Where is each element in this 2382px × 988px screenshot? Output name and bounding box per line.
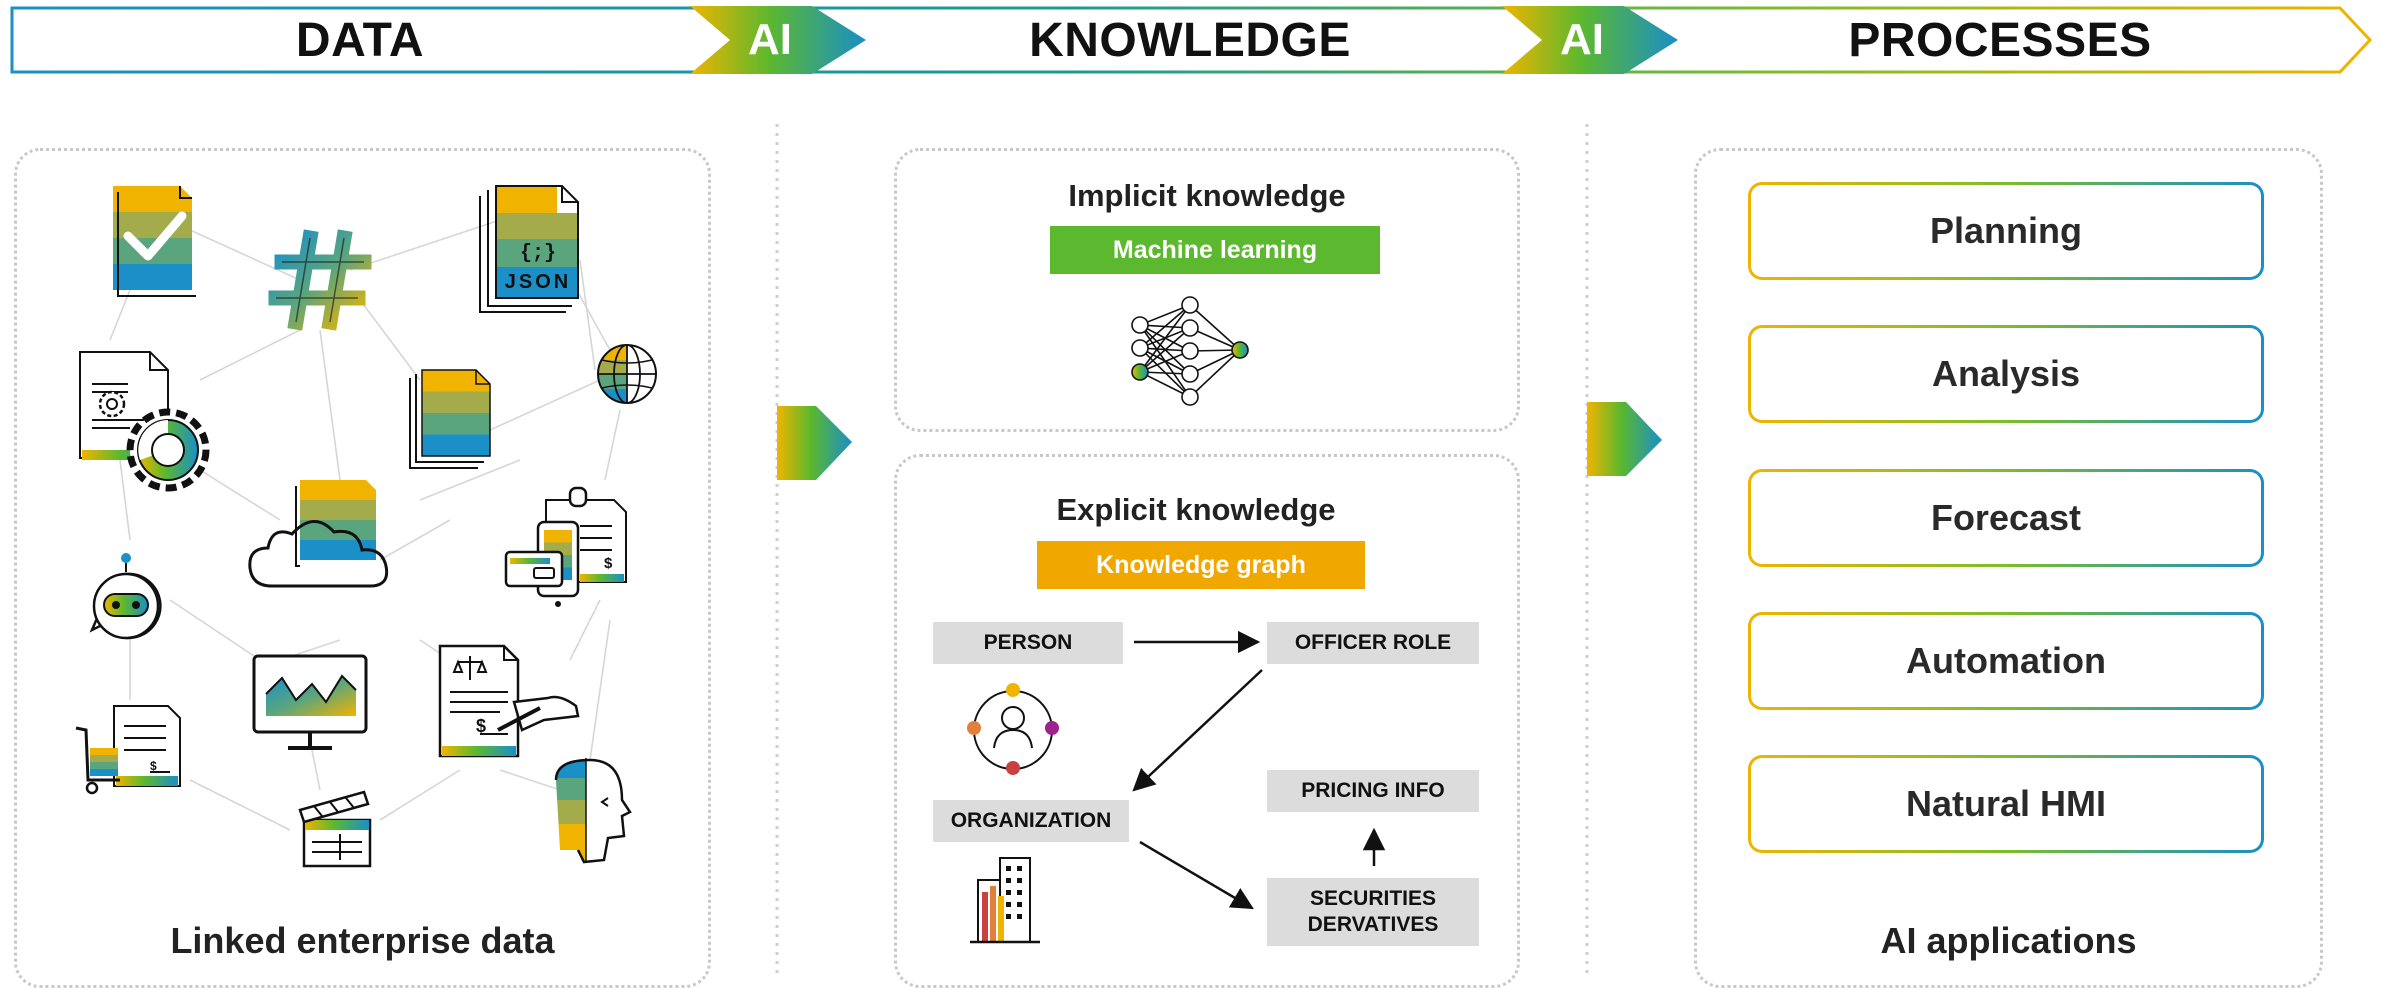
process-natural-hmi: Natural HMI: [1748, 755, 2264, 853]
ai-chevron-1: [690, 6, 866, 74]
node-person: PERSON: [933, 622, 1123, 664]
signed-contract-icon: [438, 644, 580, 758]
flow-arrow-2: [1587, 402, 1662, 476]
edge-officer-organization: [1132, 669, 1263, 792]
flow-arrow-1: [777, 406, 852, 480]
node-organization: ORGANIZATION: [933, 800, 1129, 842]
settings-document-icon: [79, 351, 210, 492]
processes-panel-caption: AI applications: [1880, 920, 2137, 961]
line-chart-monitor-icon: [252, 654, 368, 750]
header-banner: [10, 6, 2373, 74]
edge-organization-securities: [1139, 840, 1254, 910]
data-panel-caption: Linked enterprise data: [170, 920, 555, 961]
building-icon: [970, 857, 1040, 944]
neural-network-icon: [1131, 296, 1249, 406]
header-data-label: DATA: [295, 13, 425, 67]
stacked-documents-icon: [409, 369, 491, 469]
cart-invoice-icon: [75, 705, 181, 795]
clapperboard-icon: [298, 790, 372, 868]
implicit-knowledge-panel: [894, 148, 1520, 432]
machine-learning-pill: Machine learning: [1050, 226, 1380, 274]
header-knowledge-label: KNOWLEDGE: [1029, 13, 1351, 67]
node-officer-role: OFFICER ROLE: [1267, 622, 1479, 664]
data-panel: [14, 148, 711, 988]
cart-dollar: $: [150, 759, 157, 773]
explicit-knowledge-title: Explicit knowledge: [1056, 492, 1336, 527]
header-processes-label: PROCESSES: [1848, 13, 2152, 67]
invoice-dollar: $: [604, 555, 613, 572]
process-planning: Planning: [1748, 182, 2264, 280]
checklist-document-icon: [113, 186, 196, 297]
header-ai-label-1: AI: [748, 15, 792, 64]
cloud-documents-icon: [248, 480, 389, 588]
ai-chevron-2: [1502, 6, 1678, 74]
people-network-icon: [967, 683, 1059, 775]
json-badge: {;}: [520, 242, 556, 265]
payment-invoice-icon: [504, 486, 627, 607]
json-file-icon: [479, 185, 579, 313]
contract-dollar: $: [476, 716, 486, 736]
node-securities-derivatives: SECURITIES DERVATIVES: [1267, 878, 1479, 946]
json-text: JSON: [505, 271, 571, 293]
implicit-knowledge-title: Implicit knowledge: [1068, 178, 1346, 213]
hashtag-icon: [268, 229, 372, 331]
header-ai-label-2: AI: [1560, 15, 1604, 64]
process-analysis: Analysis: [1748, 325, 2264, 423]
human-head-ai-icon: [554, 758, 632, 864]
node-pricing-info: PRICING INFO: [1267, 770, 1479, 812]
process-forecast: Forecast: [1748, 469, 2264, 567]
chatbot-icon: [89, 553, 162, 640]
process-automation: Automation: [1748, 612, 2264, 710]
knowledge-graph-pill: Knowledge graph: [1037, 541, 1365, 589]
